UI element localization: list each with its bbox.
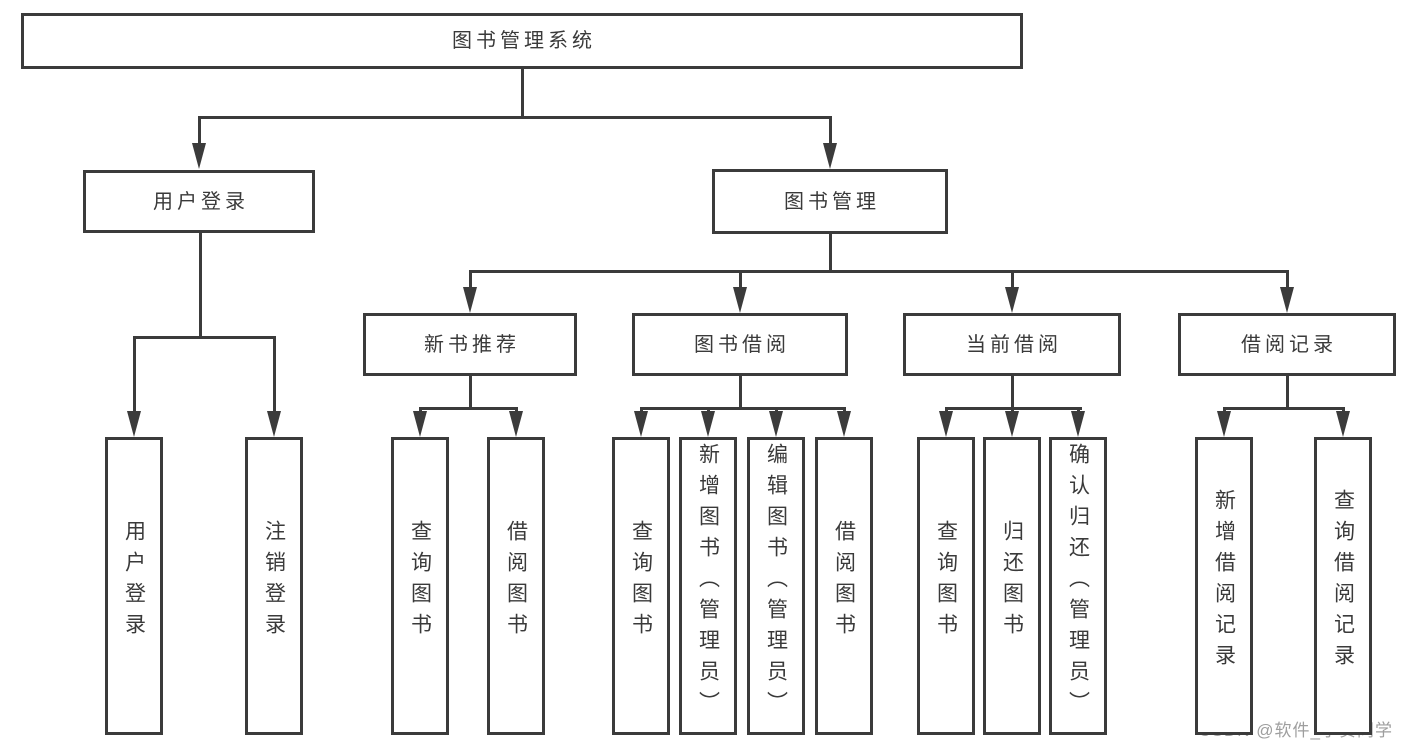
node-borrow-book-2: 借阅图书 [815, 437, 873, 735]
node-query-book-1: 查询图书 [391, 437, 449, 735]
node-return-book: 归还图书 [983, 437, 1041, 735]
arrow-down-icon [509, 411, 523, 437]
node-label: 图书管理系统 [452, 30, 596, 52]
connector-line [639, 406, 846, 410]
arrow-down-icon [192, 143, 206, 169]
node-user-login-leaf: 用户登录 [105, 437, 163, 735]
node-label: 用户登录 [122, 520, 146, 644]
connector-line [197, 117, 201, 149]
arrow-down-icon [1071, 411, 1085, 437]
node-root: 图书管理系统 [21, 13, 1023, 69]
arrow-down-icon [127, 411, 141, 437]
node-label: 查询图书 [408, 520, 432, 644]
node-label: 图书管理 [784, 190, 880, 213]
node-add-borrow-record: 新增借阅记录 [1195, 437, 1253, 735]
connector-line [1285, 271, 1289, 292]
node-book-borrow: 图书借阅 [632, 313, 848, 376]
node-book-manage-branch: 图书管理 [712, 169, 948, 234]
connector-line [468, 376, 472, 408]
connector-line [1010, 376, 1014, 408]
arrow-down-icon [823, 143, 837, 169]
node-current-borrow: 当前借阅 [903, 313, 1121, 376]
connector-line [418, 406, 518, 410]
connector-line [1285, 376, 1289, 408]
node-label: 新书推荐 [424, 333, 520, 356]
node-add-book-admin: 新增图书（管理员） [679, 437, 737, 735]
node-query-borrow-record: 查询借阅记录 [1314, 437, 1372, 735]
node-label: 借阅图书 [504, 520, 528, 644]
node-label: 当前借阅 [966, 333, 1062, 356]
arrow-down-icon [1217, 411, 1231, 437]
node-label: 注销登录 [262, 520, 286, 644]
node-label: 查询图书 [934, 520, 958, 644]
connector-line [468, 271, 472, 292]
connector-line [272, 337, 276, 414]
connector-line [828, 234, 832, 271]
connector-line [132, 335, 276, 339]
connector-line [1222, 406, 1345, 410]
connector-line [197, 115, 832, 119]
node-label: 查询图书 [629, 520, 653, 644]
node-label: 编辑图书（管理员） [764, 442, 788, 722]
node-label: 查询借阅记录 [1331, 489, 1355, 675]
node-label: 用户登录 [153, 190, 249, 213]
connector-line [1010, 271, 1014, 292]
arrow-down-icon [1336, 411, 1350, 437]
node-edit-book-admin: 编辑图书（管理员） [747, 437, 805, 735]
node-label: 归还图书 [1000, 520, 1024, 644]
node-label: 借阅图书 [832, 520, 856, 644]
node-label: 借阅记录 [1241, 333, 1337, 356]
node-user-login-branch: 用户登录 [83, 170, 315, 233]
arrow-down-icon [701, 411, 715, 437]
connector-line [828, 117, 832, 149]
arrow-down-icon [769, 411, 783, 437]
connector-line [738, 376, 742, 408]
node-borrow-record: 借阅记录 [1178, 313, 1396, 376]
connector-line [520, 69, 524, 117]
node-confirm-return-admin: 确认归还（管理员） [1049, 437, 1107, 735]
connector-line [468, 269, 1289, 273]
node-query-book-2: 查询图书 [612, 437, 670, 735]
node-borrow-book-1: 借阅图书 [487, 437, 545, 735]
arrow-down-icon [463, 287, 477, 313]
node-new-book-recommend: 新书推荐 [363, 313, 577, 376]
node-query-book-3: 查询图书 [917, 437, 975, 735]
connector-line [738, 271, 742, 292]
arrow-down-icon [939, 411, 953, 437]
arrow-down-icon [1005, 287, 1019, 313]
arrow-down-icon [413, 411, 427, 437]
arrow-down-icon [1005, 411, 1019, 437]
arrow-down-icon [1280, 287, 1294, 313]
node-label: 新增借阅记录 [1212, 489, 1236, 675]
arrow-down-icon [733, 287, 747, 313]
connector-line [132, 337, 136, 414]
node-label: 图书借阅 [694, 333, 790, 356]
arrow-down-icon [837, 411, 851, 437]
node-label: 确认归还（管理员） [1066, 442, 1090, 722]
arrow-down-icon [267, 411, 281, 437]
connector-line [198, 233, 202, 337]
node-logout-leaf: 注销登录 [245, 437, 303, 735]
node-label: 新增图书（管理员） [696, 442, 720, 722]
arrow-down-icon [634, 411, 648, 437]
